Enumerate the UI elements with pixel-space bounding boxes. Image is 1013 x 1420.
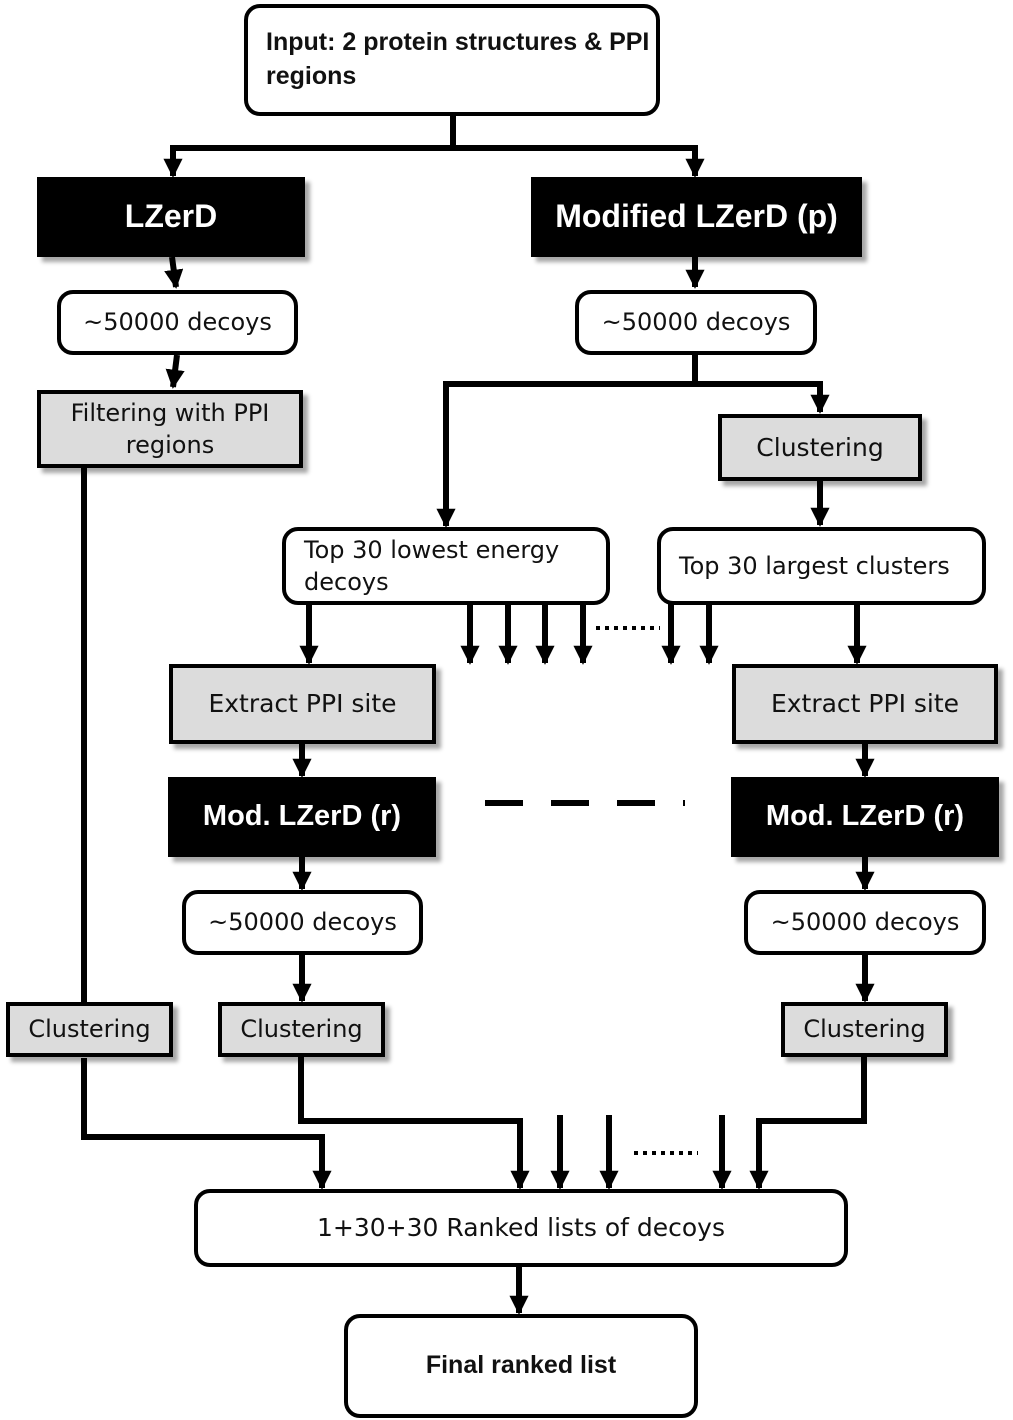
- connector-clustering-far-left-to-ranked: [81, 1058, 332, 1190]
- input-node: Input: 2 protein structures & PPI region…: [244, 4, 660, 116]
- connector-to-lowest-energy: [436, 381, 695, 528]
- ranked-lists-node: 1+30+30 Ranked lists of decoys: [194, 1189, 848, 1267]
- connector-clustering-mid-left-to-ranked: [298, 1055, 530, 1190]
- clustering-mid-left-node: Clustering: [218, 1002, 385, 1057]
- clustering-right-node: Clustering: [781, 1002, 948, 1057]
- connector-clustering-right-to-ranked: [749, 1055, 867, 1190]
- lzerd-node: LZerD: [37, 177, 305, 257]
- decoys-mid-right-node: ~50000 decoys: [744, 890, 986, 955]
- modified-lzerd-p-node: Modified LZerD (p): [531, 177, 862, 257]
- connector-lzerd-to-decoys: [164, 256, 184, 289]
- clustering-far-left-node: Clustering: [6, 1002, 173, 1057]
- final-ranked-list-node: Final ranked list: [344, 1314, 698, 1418]
- extract-ppi-left-node: Extract PPI site: [169, 664, 436, 744]
- decoys-right-node: ~50000 decoys: [575, 290, 817, 355]
- mod-lzerd-r-left-node: Mod. LZerD (r): [168, 777, 436, 857]
- filtering-node: Filtering with PPI regions: [37, 390, 303, 468]
- decoys-mid-left-node: ~50000 decoys: [182, 890, 423, 955]
- connector-to-clustering-top: [695, 381, 830, 414]
- top-largest-clusters-node: Top 30 largest clusters: [657, 527, 986, 605]
- decoys-left-node: ~50000 decoys: [57, 290, 298, 355]
- connector-input-to-modified: [453, 145, 705, 178]
- clustering-top-node: Clustering: [718, 414, 922, 481]
- connector-input-to-lzerd: [163, 145, 453, 178]
- extract-ppi-right-node: Extract PPI site: [732, 664, 998, 744]
- connector-decoys-to-filtering: [165, 354, 185, 389]
- mod-lzerd-r-right-node: Mod. LZerD (r): [731, 777, 999, 857]
- top-lowest-energy-node: Top 30 lowest energy decoys: [282, 527, 610, 605]
